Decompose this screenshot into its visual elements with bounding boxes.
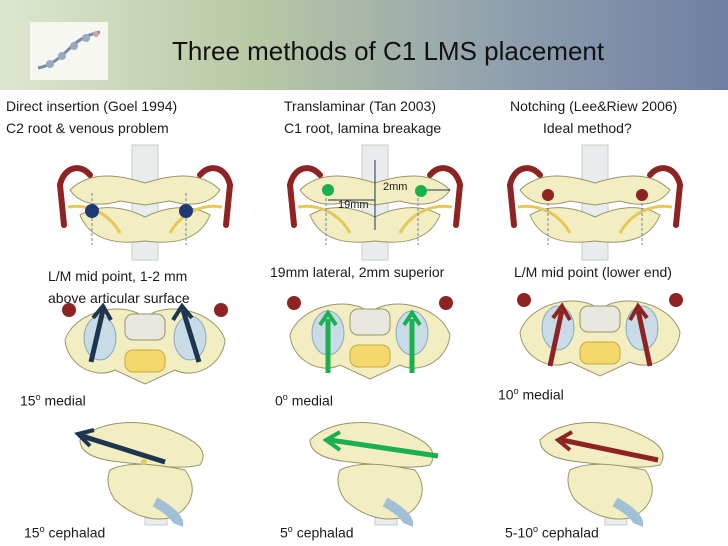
method-1-entry-line1: L/M mid point, 1-2 mm [48,268,188,284]
axial-view-tan [287,296,453,380]
lateral-view-goel [74,422,204,527]
trajectory-arrow-left [547,309,565,367]
axial-view-lee-riew [517,293,683,377]
entry-point-left [542,189,554,201]
method-3-note: Ideal method? [543,120,632,136]
trajectory-arrow-right [635,309,653,367]
lateral-view-lee-riew [539,422,664,527]
trajectory-arrow [329,437,439,459]
header-band [0,0,728,90]
dimension-2mm: 2mm [383,181,408,193]
method-2-medial-angle: 0o medial [275,392,333,409]
method-2-note: C1 root, lamina breakage [284,120,442,136]
trajectory-arrow [561,437,659,463]
entry-point-left [322,184,334,196]
method-3-medial-angle: 10o medial [498,386,564,403]
method-2-name: Translaminar (Tan 2003) [284,98,436,114]
trajectory-arrow-right [180,309,202,363]
page-title: Three methods of C1 LMS placement [172,36,605,66]
entry-point-right [636,189,648,201]
method-3-cephalad-angle: 5-10o cephalad [505,524,599,541]
spine-logo-image [30,22,108,80]
trajectory-arrow-left [88,309,106,363]
method-1-medial-angle: 15o medial [20,392,86,409]
posterior-view-tan [287,144,463,261]
method-1-cephalad-angle: 15o cephalad [24,524,106,541]
spine-logo-icon [37,30,101,70]
method-1-note: C2 root & venous problem [6,120,169,136]
method-2-cephalad-angle: 5o cephalad [280,524,354,541]
posterior-view-lee-riew [507,144,683,261]
entry-point-left [85,204,99,218]
axial-view-goel [62,303,228,385]
trajectory-arrow [81,433,166,465]
method-3-name: Notching (Lee&Riew 2006) [510,98,678,114]
dimension-19mm: 19mm [338,199,369,211]
posterior-view-goel [57,144,233,261]
method-1-name: Direct insertion (Goel 1994) [6,98,178,114]
method-3-entry: L/M mid point (lower end) [514,264,672,280]
entry-point-right [179,204,193,218]
medial-arrows-goel [88,302,202,363]
method-1-entry-line2: above articular surface [48,290,190,306]
method-2-entry: 19mm lateral, 2mm superior [270,264,445,280]
entry-point-right [415,185,427,197]
lateral-view-tan [309,422,439,527]
